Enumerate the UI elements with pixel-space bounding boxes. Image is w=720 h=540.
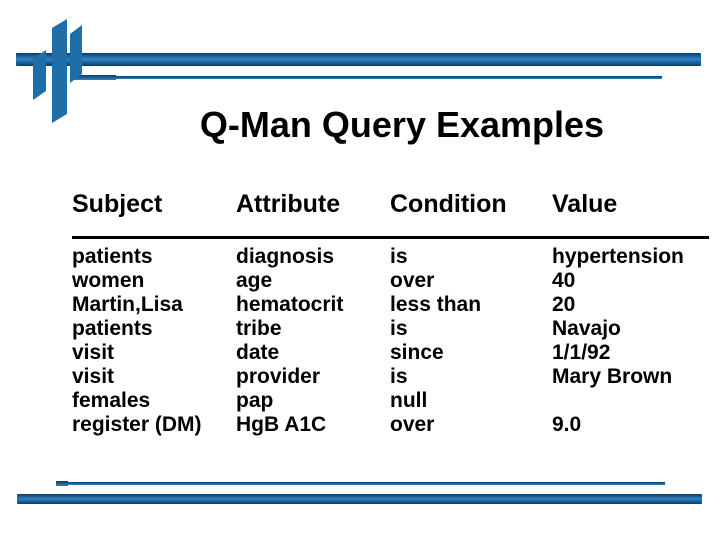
cell-condition: over bbox=[390, 413, 435, 436]
cell-subject: patients bbox=[72, 245, 153, 268]
table-body: patients diagnosis is hypertension women… bbox=[72, 245, 709, 437]
cell-attribute: date bbox=[236, 341, 280, 364]
cell-subject: visit bbox=[72, 365, 115, 388]
column-header-value: Value bbox=[552, 190, 618, 218]
bottom-rule-thin bbox=[66, 482, 665, 485]
column-header-condition: Condition bbox=[390, 190, 507, 218]
top-rule-cap bbox=[72, 75, 116, 80]
bottom-rule-cap bbox=[56, 481, 68, 486]
header-divider bbox=[72, 236, 709, 239]
cell-attribute: hematocrit bbox=[236, 293, 344, 316]
cell-subject: patients bbox=[72, 317, 153, 340]
column-header-attribute: Attribute bbox=[236, 190, 341, 218]
cell-condition: since bbox=[390, 341, 444, 364]
cell-attribute: pap bbox=[236, 389, 274, 412]
cell-attribute: diagnosis bbox=[236, 245, 335, 268]
cell-attribute: age bbox=[236, 269, 273, 292]
cell-value: 1/1/92 bbox=[552, 341, 611, 364]
cell-attribute: HgB A1C bbox=[236, 413, 327, 436]
slide-title: Q-Man Query Examples bbox=[199, 104, 605, 145]
cell-value bbox=[552, 389, 709, 413]
cell-value: Mary Brown bbox=[552, 365, 673, 388]
column-header-subject: Subject bbox=[72, 190, 163, 218]
cell-subject: women bbox=[72, 269, 145, 292]
table-header-row: Subject Attribute Condition Value bbox=[72, 191, 709, 217]
cell-value: hypertension bbox=[552, 245, 684, 268]
bottom-rule-thick bbox=[17, 494, 702, 504]
cell-condition: less than bbox=[390, 293, 482, 316]
top-rule-thin bbox=[113, 76, 662, 79]
cell-condition: over bbox=[390, 269, 435, 292]
cell-subject: Martin,Lisa bbox=[72, 293, 183, 316]
cell-condition: is bbox=[390, 317, 408, 340]
cell-subject: visit bbox=[72, 341, 115, 364]
cell-condition: null bbox=[390, 389, 428, 412]
cell-subject: register (DM) bbox=[72, 413, 202, 436]
cell-value: 20 bbox=[552, 293, 576, 316]
cell-value: 9.0 bbox=[552, 413, 582, 436]
cell-value: Navajo bbox=[552, 317, 621, 340]
cell-attribute: provider bbox=[236, 365, 321, 388]
cell-attribute: tribe bbox=[236, 317, 282, 340]
query-examples-table: Subject Attribute Condition Value patien… bbox=[72, 191, 709, 437]
cell-subject: females bbox=[72, 389, 151, 412]
top-rule-thick bbox=[16, 53, 701, 66]
cell-condition: is bbox=[390, 365, 408, 388]
cell-condition: is bbox=[390, 245, 408, 268]
slanted-bars-logo-icon bbox=[33, 19, 82, 123]
cell-value: 40 bbox=[552, 269, 576, 292]
